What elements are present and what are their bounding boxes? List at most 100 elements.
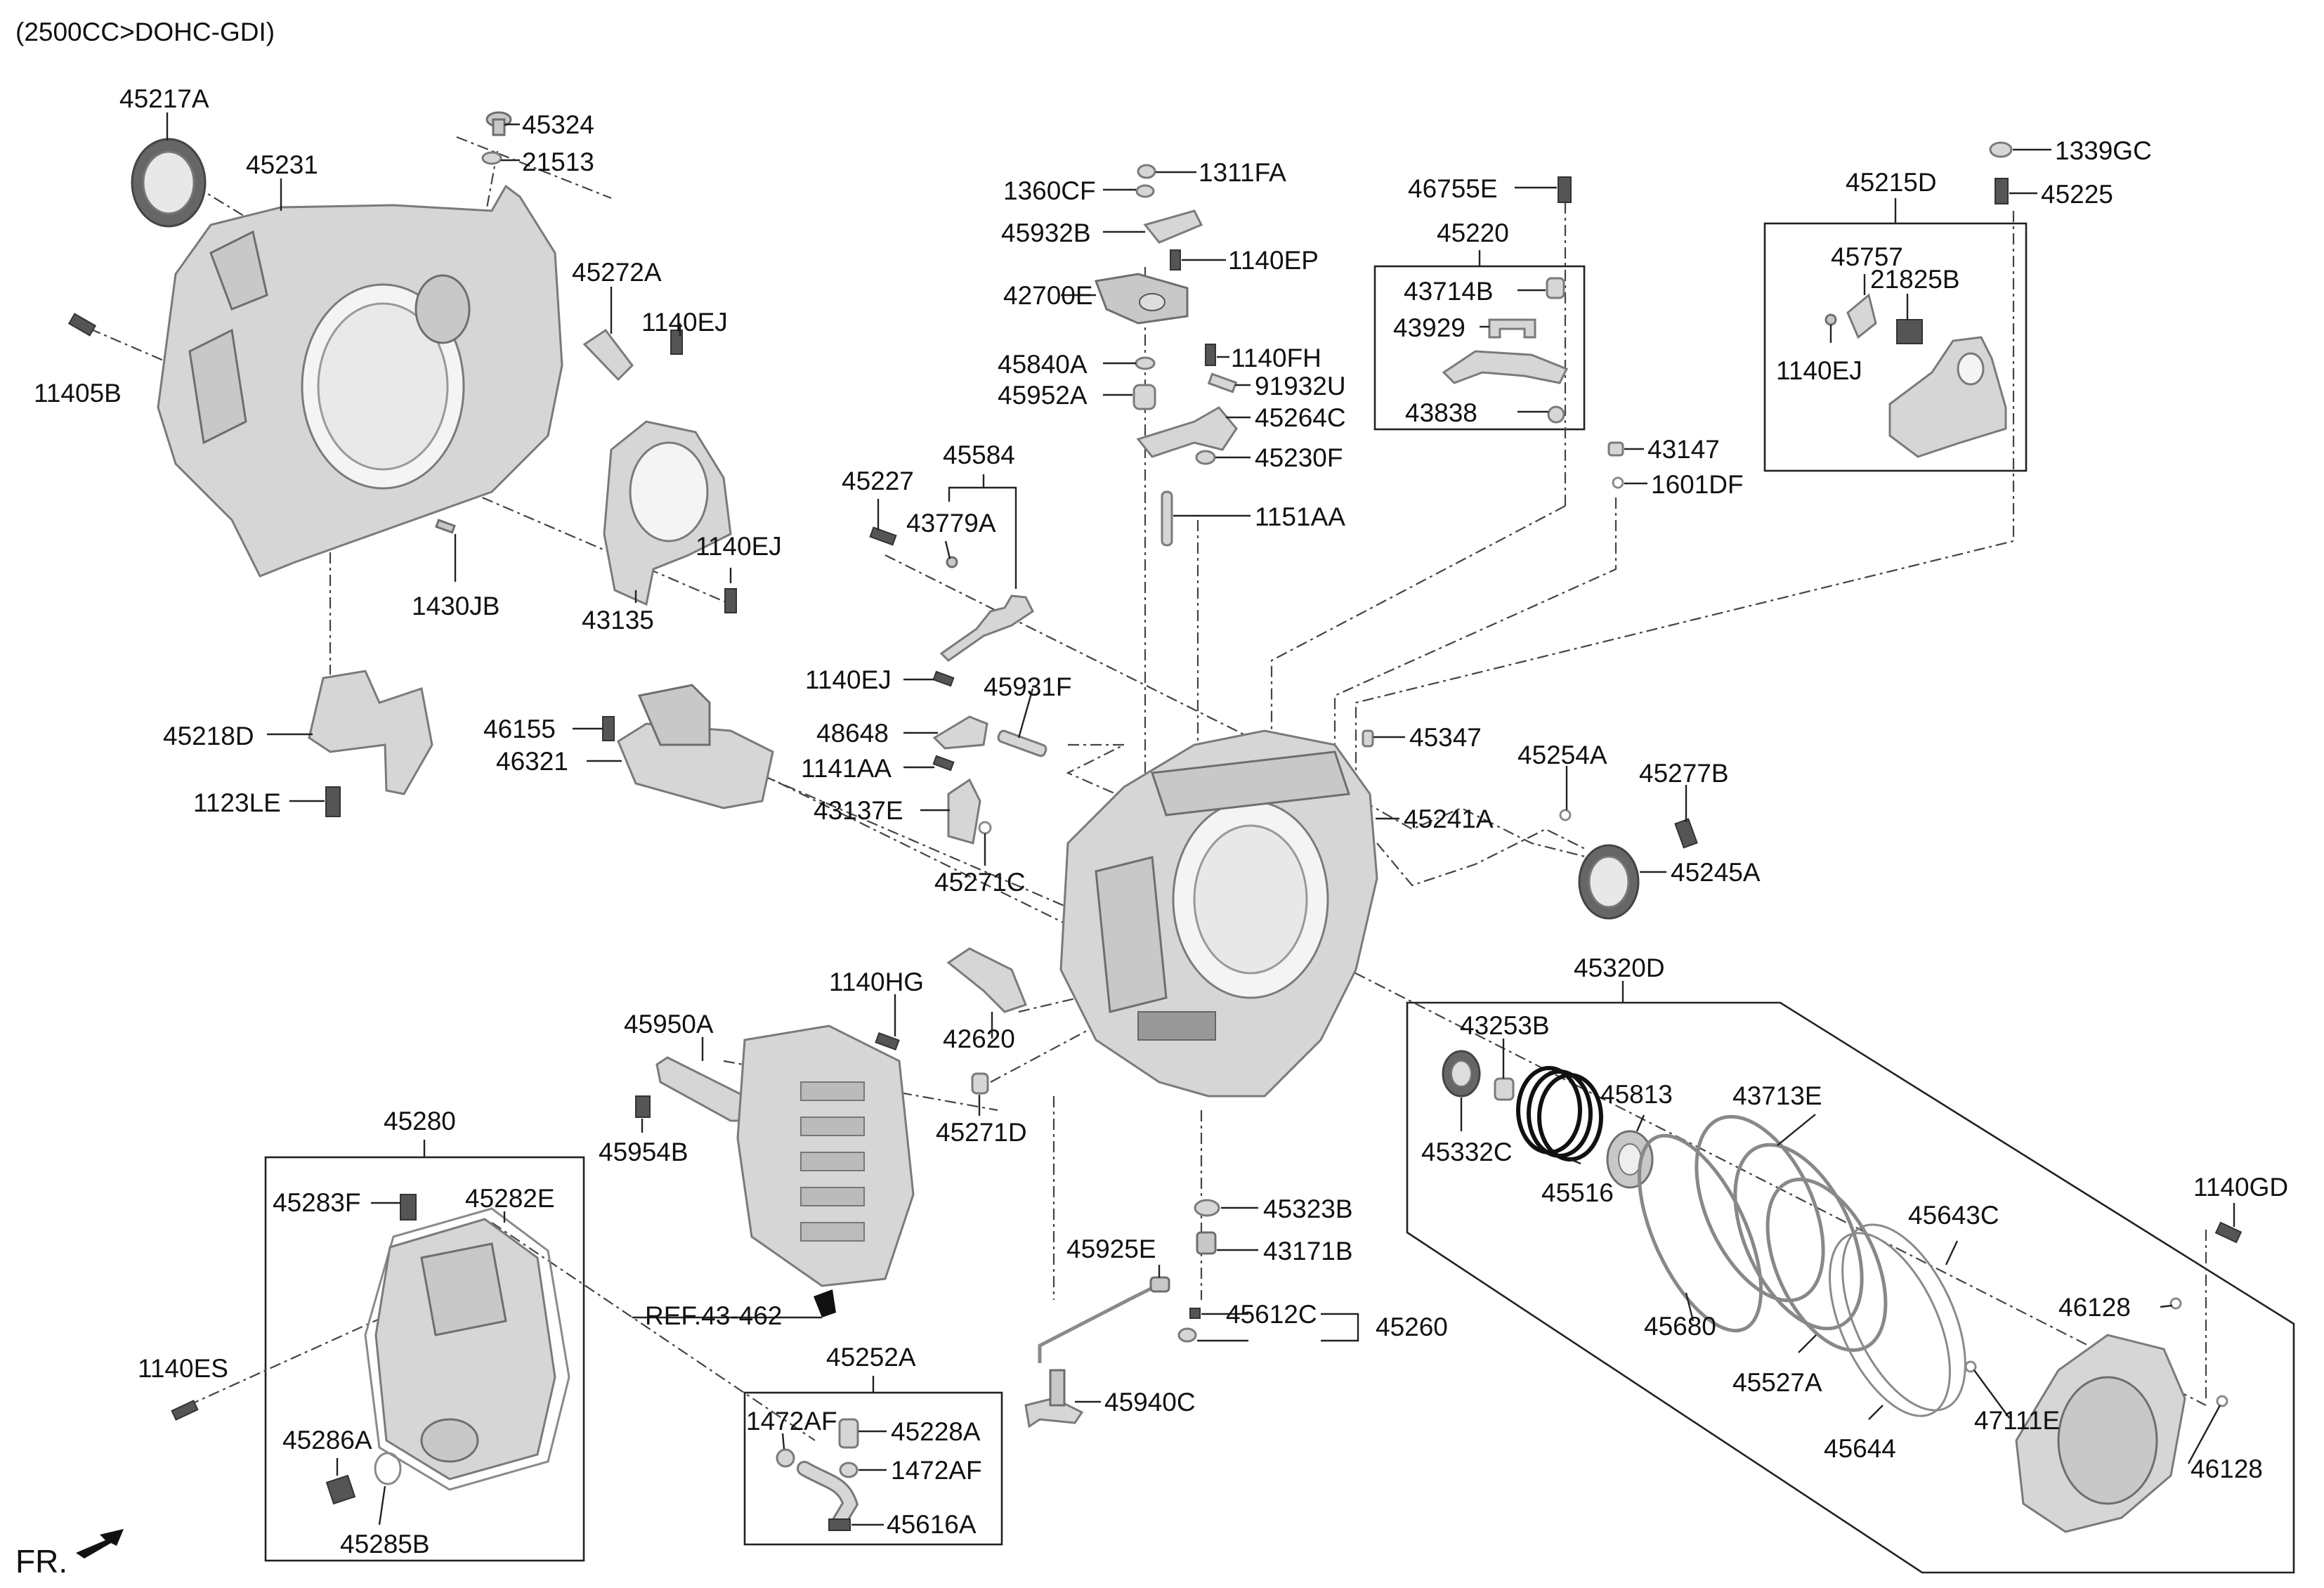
ring-45643C <box>1841 1223 1966 1412</box>
label-45271C: 45271C <box>934 868 1026 897</box>
washer-45323B <box>1194 1199 1220 1217</box>
transmission-case-45241A <box>1059 729 1378 1098</box>
pipe-45264C <box>1136 406 1238 458</box>
washer-45840A <box>1135 356 1156 370</box>
label-45264C: 45264C <box>1255 403 1346 432</box>
cover-47111E <box>2015 1334 2186 1533</box>
part-labels: 45217A 45324 21513 45231 45272A 1140EJ 1… <box>34 84 2288 1558</box>
label-21513: 21513 <box>522 148 594 176</box>
label-45245A: 45245A <box>1671 858 1761 887</box>
label-46128-b: 46128 <box>2191 1454 2263 1483</box>
label-45260: 45260 <box>1376 1313 1448 1341</box>
clip-45272A <box>582 328 634 382</box>
pin-45271D <box>971 1072 989 1095</box>
label-43929: 43929 <box>1393 313 1465 342</box>
label-45332C: 45332C <box>1421 1138 1513 1166</box>
label-45320D: 45320D <box>1574 954 1665 982</box>
label-45272A: 45272A <box>572 258 662 287</box>
clutch-drum-43713E <box>1695 1114 1864 1331</box>
label-43713E: 43713E <box>1732 1081 1822 1110</box>
label-45612C: 45612C <box>1226 1300 1317 1329</box>
bolt-1123LE <box>325 786 341 817</box>
label-45280: 45280 <box>384 1107 456 1135</box>
label-1140EJ-c: 1140EJ <box>1776 356 1862 385</box>
label-45277B: 45277B <box>1639 759 1729 788</box>
bolt-1140HG <box>875 1032 900 1050</box>
label-1311FA: 1311FA <box>1199 158 1286 187</box>
label-45347: 45347 <box>1409 723 1482 752</box>
bolt-45954B <box>635 1095 651 1118</box>
label-1141AA: 1141AA <box>801 754 892 783</box>
label-42620: 42620 <box>943 1024 1015 1053</box>
oil-seal-45245A <box>1578 844 1640 920</box>
label-47111E: 47111E <box>1974 1406 2060 1435</box>
label-45218D: 45218D <box>163 722 254 750</box>
label-45241A: 45241A <box>1404 805 1494 833</box>
bolt-46155 <box>602 716 615 741</box>
snap-ring-45680 <box>1637 1133 1763 1333</box>
bushing-43714B <box>1546 277 1565 299</box>
ref-arrow-icon <box>814 1289 836 1317</box>
label-45217A: 45217A <box>119 84 209 113</box>
label-1140GD: 1140GD <box>2193 1173 2288 1202</box>
label-45954B: 45954B <box>599 1138 688 1166</box>
mount-45215D <box>1888 336 2007 458</box>
bolt-1140EJ-a <box>670 330 683 355</box>
ring-45230F <box>1195 450 1216 465</box>
label-43137E: 43137E <box>814 796 903 825</box>
plate-45950A <box>655 1056 746 1122</box>
bracket-42620 <box>946 947 1027 1013</box>
label-45616A: 45616A <box>887 1510 977 1539</box>
oil-seal-45217A <box>131 138 207 228</box>
bolt-45324 <box>485 111 512 136</box>
oil-filter-46321 <box>617 684 774 809</box>
label-45643C: 45643C <box>1908 1201 1999 1230</box>
label-1472AF-a: 1472AF <box>746 1407 837 1436</box>
bracket-45757 <box>1846 293 1877 339</box>
label-45282E: 45282E <box>465 1184 555 1213</box>
bolt-1140EJ-d <box>932 670 955 687</box>
label-45215D: 45215D <box>1846 168 1937 197</box>
label-45283F: 45283F <box>273 1188 361 1217</box>
label-43779A: 43779A <box>906 509 996 538</box>
bushing-45952A <box>1132 384 1156 410</box>
shift-lever-45584 <box>939 594 1034 662</box>
label-45230F: 45230F <box>1255 443 1343 472</box>
label-1151AA: 1151AA <box>1255 502 1345 531</box>
damper-21825B <box>1896 319 1923 344</box>
label-45932B: 45932B <box>1001 219 1091 247</box>
link-48648 <box>932 715 988 750</box>
label-45323B: 45323B <box>1263 1195 1353 1223</box>
bolt-46755E <box>1558 176 1572 203</box>
label-45952A: 45952A <box>998 381 1088 410</box>
label-1430JB: 1430JB <box>412 592 500 620</box>
front-arrow-icon <box>76 1529 124 1558</box>
label-45225: 45225 <box>2041 180 2113 209</box>
bolt-45225 <box>1995 178 2009 204</box>
label-45950A: 45950A <box>624 1010 714 1039</box>
label-43135: 43135 <box>582 606 654 634</box>
plug-45260 <box>1177 1327 1197 1343</box>
label-45254A: 45254A <box>1517 741 1607 769</box>
bolt-1140EJ-b <box>724 588 737 613</box>
transmission-housing-45231 <box>157 184 563 578</box>
nut-1311FA <box>1137 164 1156 179</box>
label-45757: 45757 <box>1831 242 1903 271</box>
label-45252A: 45252A <box>826 1343 916 1372</box>
label-91932U: 91932U <box>1255 372 1346 401</box>
label-45840A: 45840A <box>998 350 1088 379</box>
label-46128-a: 46128 <box>2058 1293 2131 1322</box>
label-45813: 45813 <box>1600 1080 1673 1109</box>
bolt-1141AA <box>932 755 955 772</box>
pipe-45925E <box>1038 1276 1170 1363</box>
bolt-1140ES <box>171 1400 199 1421</box>
label-21825B: 21825B <box>1870 265 1960 294</box>
label-1472AF-b: 1472AF <box>891 1456 982 1485</box>
label-1140EJ-d: 1140EJ <box>805 665 892 694</box>
bolt-1140EJ-c <box>1824 313 1837 326</box>
gasket-45285B <box>374 1452 402 1485</box>
oil-pan-45280 <box>374 1218 556 1480</box>
engine-spec-title: (2500CC>DOHC-GDI) <box>15 18 275 46</box>
bolt-45277B <box>1674 818 1698 849</box>
label-45680: 45680 <box>1644 1312 1716 1341</box>
